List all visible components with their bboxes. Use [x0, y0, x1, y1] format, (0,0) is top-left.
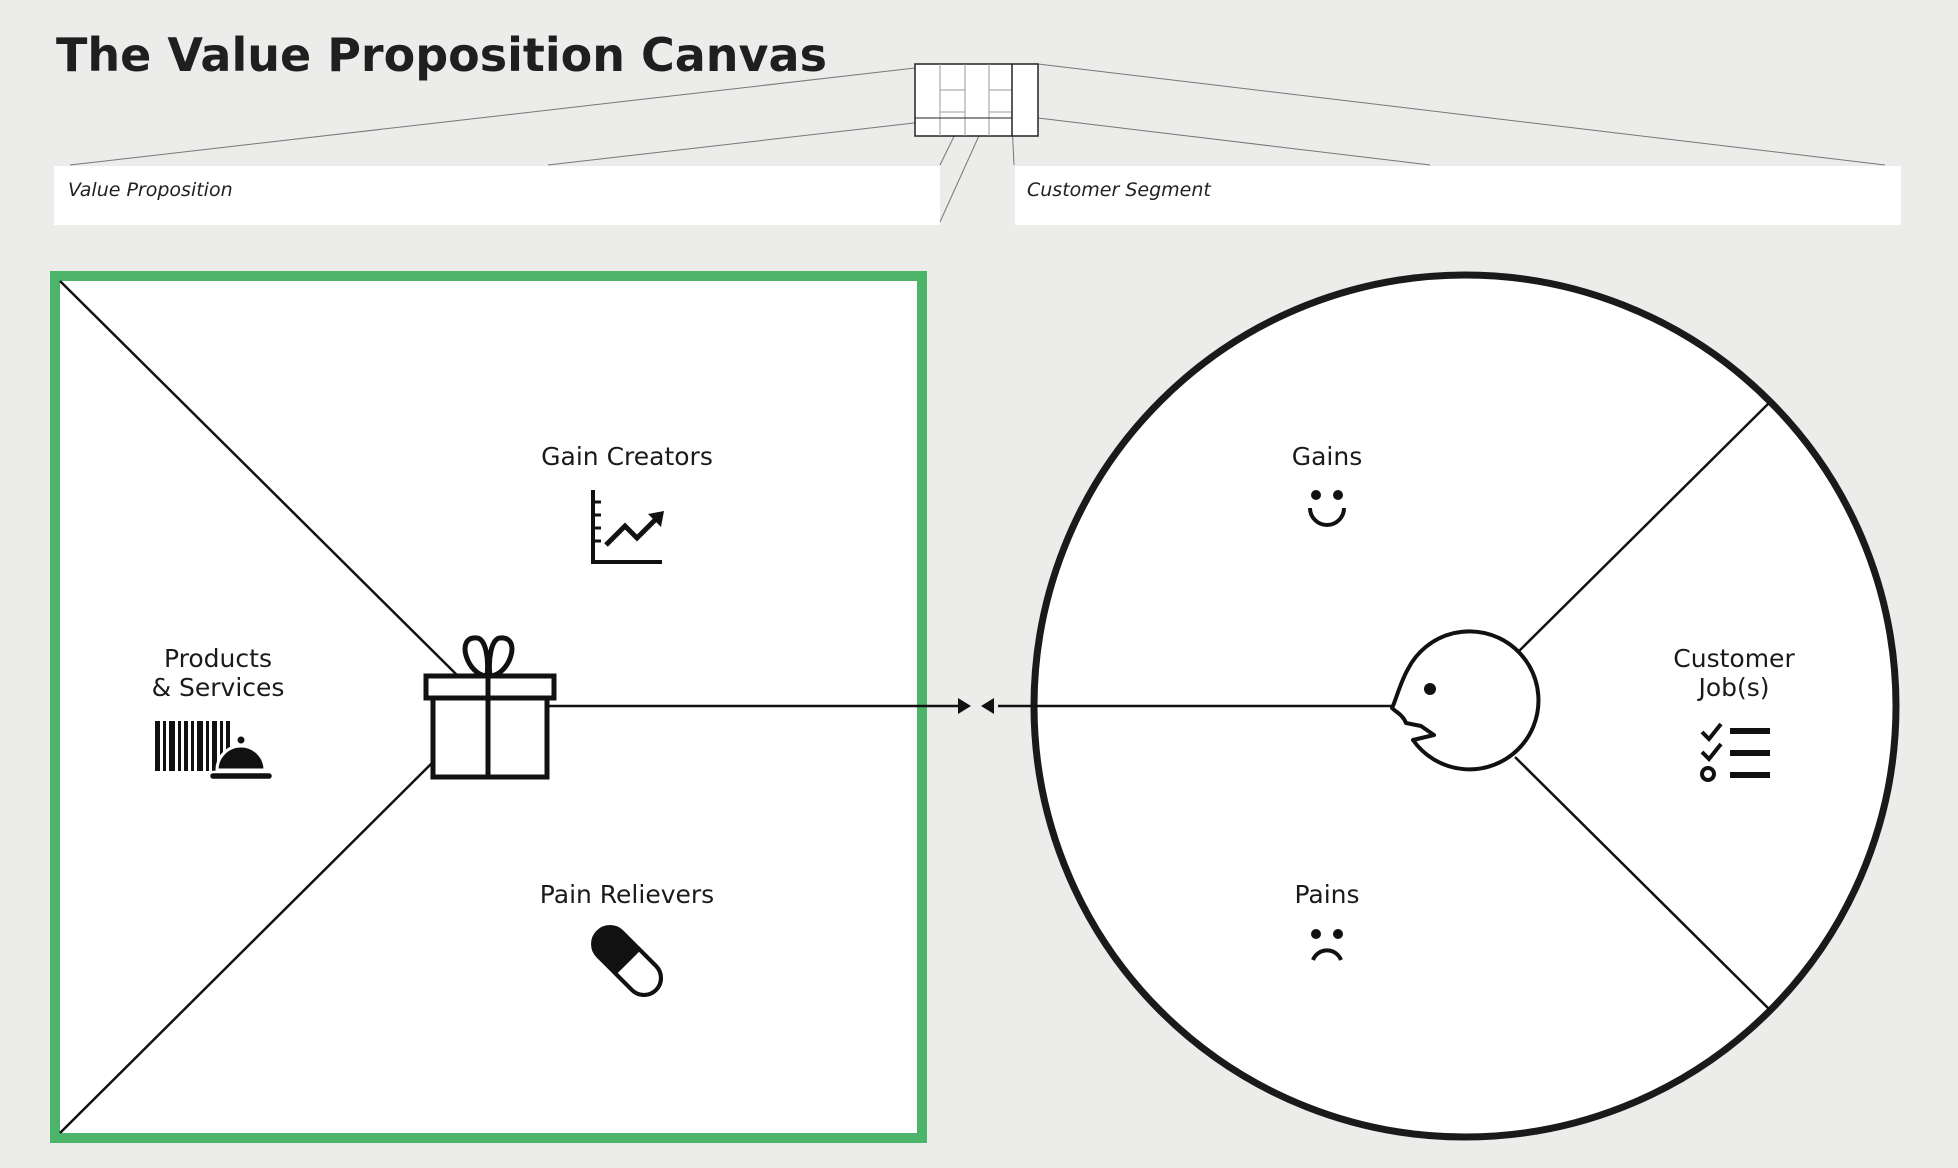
products-services-label-line1: Products: [164, 644, 272, 673]
customer-head-icon: [1390, 629, 1541, 772]
customer-profile: Gains Customer Job(s) Pains: [981, 271, 1900, 1141]
customer-eye: [1424, 683, 1436, 695]
barcode-service-bell-icon: [155, 721, 275, 782]
pill-icon: [591, 925, 663, 997]
products-services-label-line2: & Services: [152, 673, 285, 702]
value-map-divider-top: [59, 280, 461, 679]
pains-label: Pains: [1294, 880, 1359, 909]
sad-face-icon: [1311, 929, 1343, 961]
gains-label: Gains: [1292, 442, 1363, 471]
gain-creators-label: Gain Creators: [541, 442, 713, 471]
checklist-icon: [1700, 722, 1770, 782]
value-proposition-field-label: Value Proposition: [68, 179, 233, 201]
canvas-thumbnail: [914, 63, 1039, 137]
gift-icon: [423, 635, 557, 780]
smiley-icon: [1308, 490, 1346, 527]
customer-segment-name-field[interactable]: Customer Segment: [1015, 166, 1901, 225]
pain-relievers-label: Pain Relievers: [540, 880, 714, 909]
value-proposition-name-field[interactable]: Value Proposition: [54, 166, 940, 225]
customer-jobs-label-line1: Customer: [1673, 644, 1795, 673]
page-title: The Value Proposition Canvas: [56, 28, 827, 82]
growth-chart-icon: [591, 490, 664, 564]
customer-profile-arrowhead: [981, 698, 994, 714]
value-map-divider-bottom: [59, 762, 433, 1134]
customer-profile-divider-top: [1514, 402, 1770, 656]
customer-segment-field-label: Customer Segment: [1027, 179, 1211, 201]
value-map-arrowhead: [958, 698, 971, 714]
value-map: Gain Creators Products & Services Pain R…: [50, 271, 971, 1143]
customer-profile-divider-bottom: [1514, 756, 1771, 1011]
customer-jobs-label-line2: Job(s): [1696, 673, 1769, 702]
